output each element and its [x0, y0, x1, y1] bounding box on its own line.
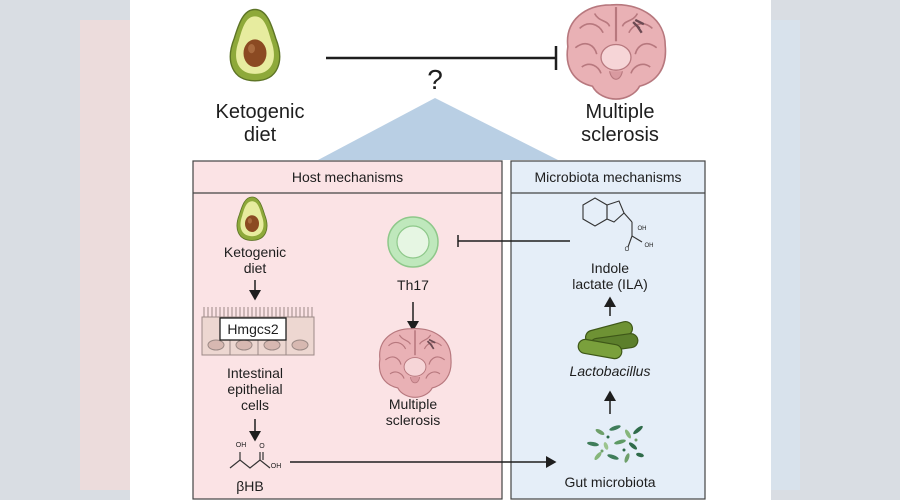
background-right-blur	[760, 0, 900, 500]
top-multiple-sclerosis-label: Multiple sclerosis	[581, 101, 659, 146]
bhb-structure-icon	[229, 452, 271, 469]
gut-microbiota-label: Gut microbiota	[564, 474, 656, 490]
bhb-oh-right: OH	[270, 463, 282, 470]
ila-oh: OH	[637, 226, 647, 232]
host-ketogenic-diet-label: Ketogenic diet	[223, 244, 287, 277]
host-multiple-sclerosis-label: Multiple sclerosis	[385, 396, 441, 429]
gut-microbiota-icon	[587, 425, 644, 463]
lactobacillus-label: Lactobacillus	[569, 363, 651, 379]
background-left-blur	[0, 0, 140, 500]
ila-label: Indole lactate (ILA)	[572, 260, 648, 293]
brain-icon	[566, 3, 667, 101]
lactobacillus-icon	[577, 321, 639, 360]
microbiota-panel-title: Microbiota mechanisms	[534, 169, 682, 185]
avocado-icon	[229, 8, 281, 82]
ila-o: O	[624, 247, 630, 253]
hmgcs2-label: Hmgcs2	[227, 321, 279, 337]
host-panel-title: Host mechanisms	[291, 169, 404, 185]
ila-structure-icon	[582, 197, 643, 248]
question-mark: ?	[427, 64, 443, 95]
bhb-oh-top: OH	[235, 442, 247, 449]
th17-label: Th17	[397, 277, 429, 293]
bhb-o-top: O	[259, 443, 265, 450]
bhb-label: βHB	[236, 478, 264, 494]
ila-oh2: OH	[644, 243, 654, 249]
question-triangle	[318, 98, 558, 160]
hmgcs2-box	[219, 317, 287, 341]
intestinal-epithelial-cells-label: Intestinal epithelial cells	[226, 365, 284, 414]
diagram-svg	[192, 3, 706, 500]
diagram-canvas: Ketogenic diet Multiple sclerosis ? Host…	[130, 0, 771, 500]
top-ketogenic-diet-label: Ketogenic diet	[215, 101, 305, 146]
